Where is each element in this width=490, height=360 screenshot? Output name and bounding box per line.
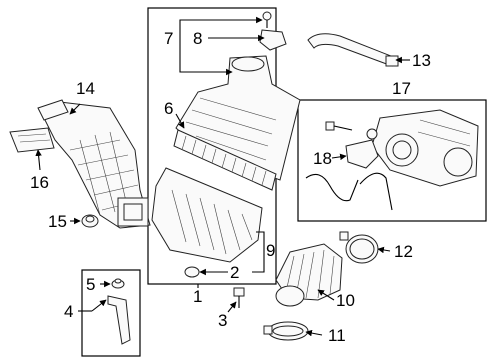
callout-11: 11	[328, 326, 346, 345]
callout-8: 8	[193, 29, 202, 48]
grommet-part	[81, 214, 99, 228]
callout-3: 3	[218, 311, 227, 330]
retainer-clip-part	[233, 287, 245, 308]
filter-element-part	[173, 129, 277, 191]
duct-bracket-part	[9, 127, 55, 153]
callout-13: 13	[412, 51, 431, 70]
callout-10: 10	[336, 291, 355, 310]
intake-hose-part	[275, 243, 343, 307]
bolt-part	[325, 121, 353, 131]
throttle-body-group-box	[297, 99, 487, 222]
hose-clamp-upper-part	[339, 231, 379, 264]
vacuum-hoses-part	[305, 172, 393, 211]
bracket-strap-part	[107, 295, 131, 345]
callout-12: 12	[394, 242, 413, 261]
callout-15: 15	[48, 212, 67, 231]
clip-part	[111, 278, 125, 289]
callout-1: 1	[193, 287, 202, 306]
sensor-part	[259, 11, 287, 51]
callout-6: 6	[164, 99, 173, 118]
callout-9: 9	[266, 241, 275, 260]
throttle-body-part	[371, 109, 479, 187]
callout-18: 18	[313, 149, 332, 168]
hose-clamp-lower-part	[263, 321, 309, 341]
callout-16: 16	[30, 173, 49, 192]
callout-17: 17	[392, 79, 411, 98]
air-cleaner-case-part	[151, 167, 263, 278]
leader-lines	[35, 16, 410, 337]
callout-7: 7	[164, 29, 173, 48]
callout-5: 5	[86, 275, 95, 294]
intake-duct-part	[37, 99, 151, 229]
callout-4: 4	[64, 302, 73, 321]
hardware-group-box	[81, 269, 141, 357]
callout-2: 2	[230, 263, 239, 282]
valve-part	[345, 128, 379, 169]
breather-hose-part	[307, 33, 399, 67]
callout-14: 14	[76, 79, 95, 98]
